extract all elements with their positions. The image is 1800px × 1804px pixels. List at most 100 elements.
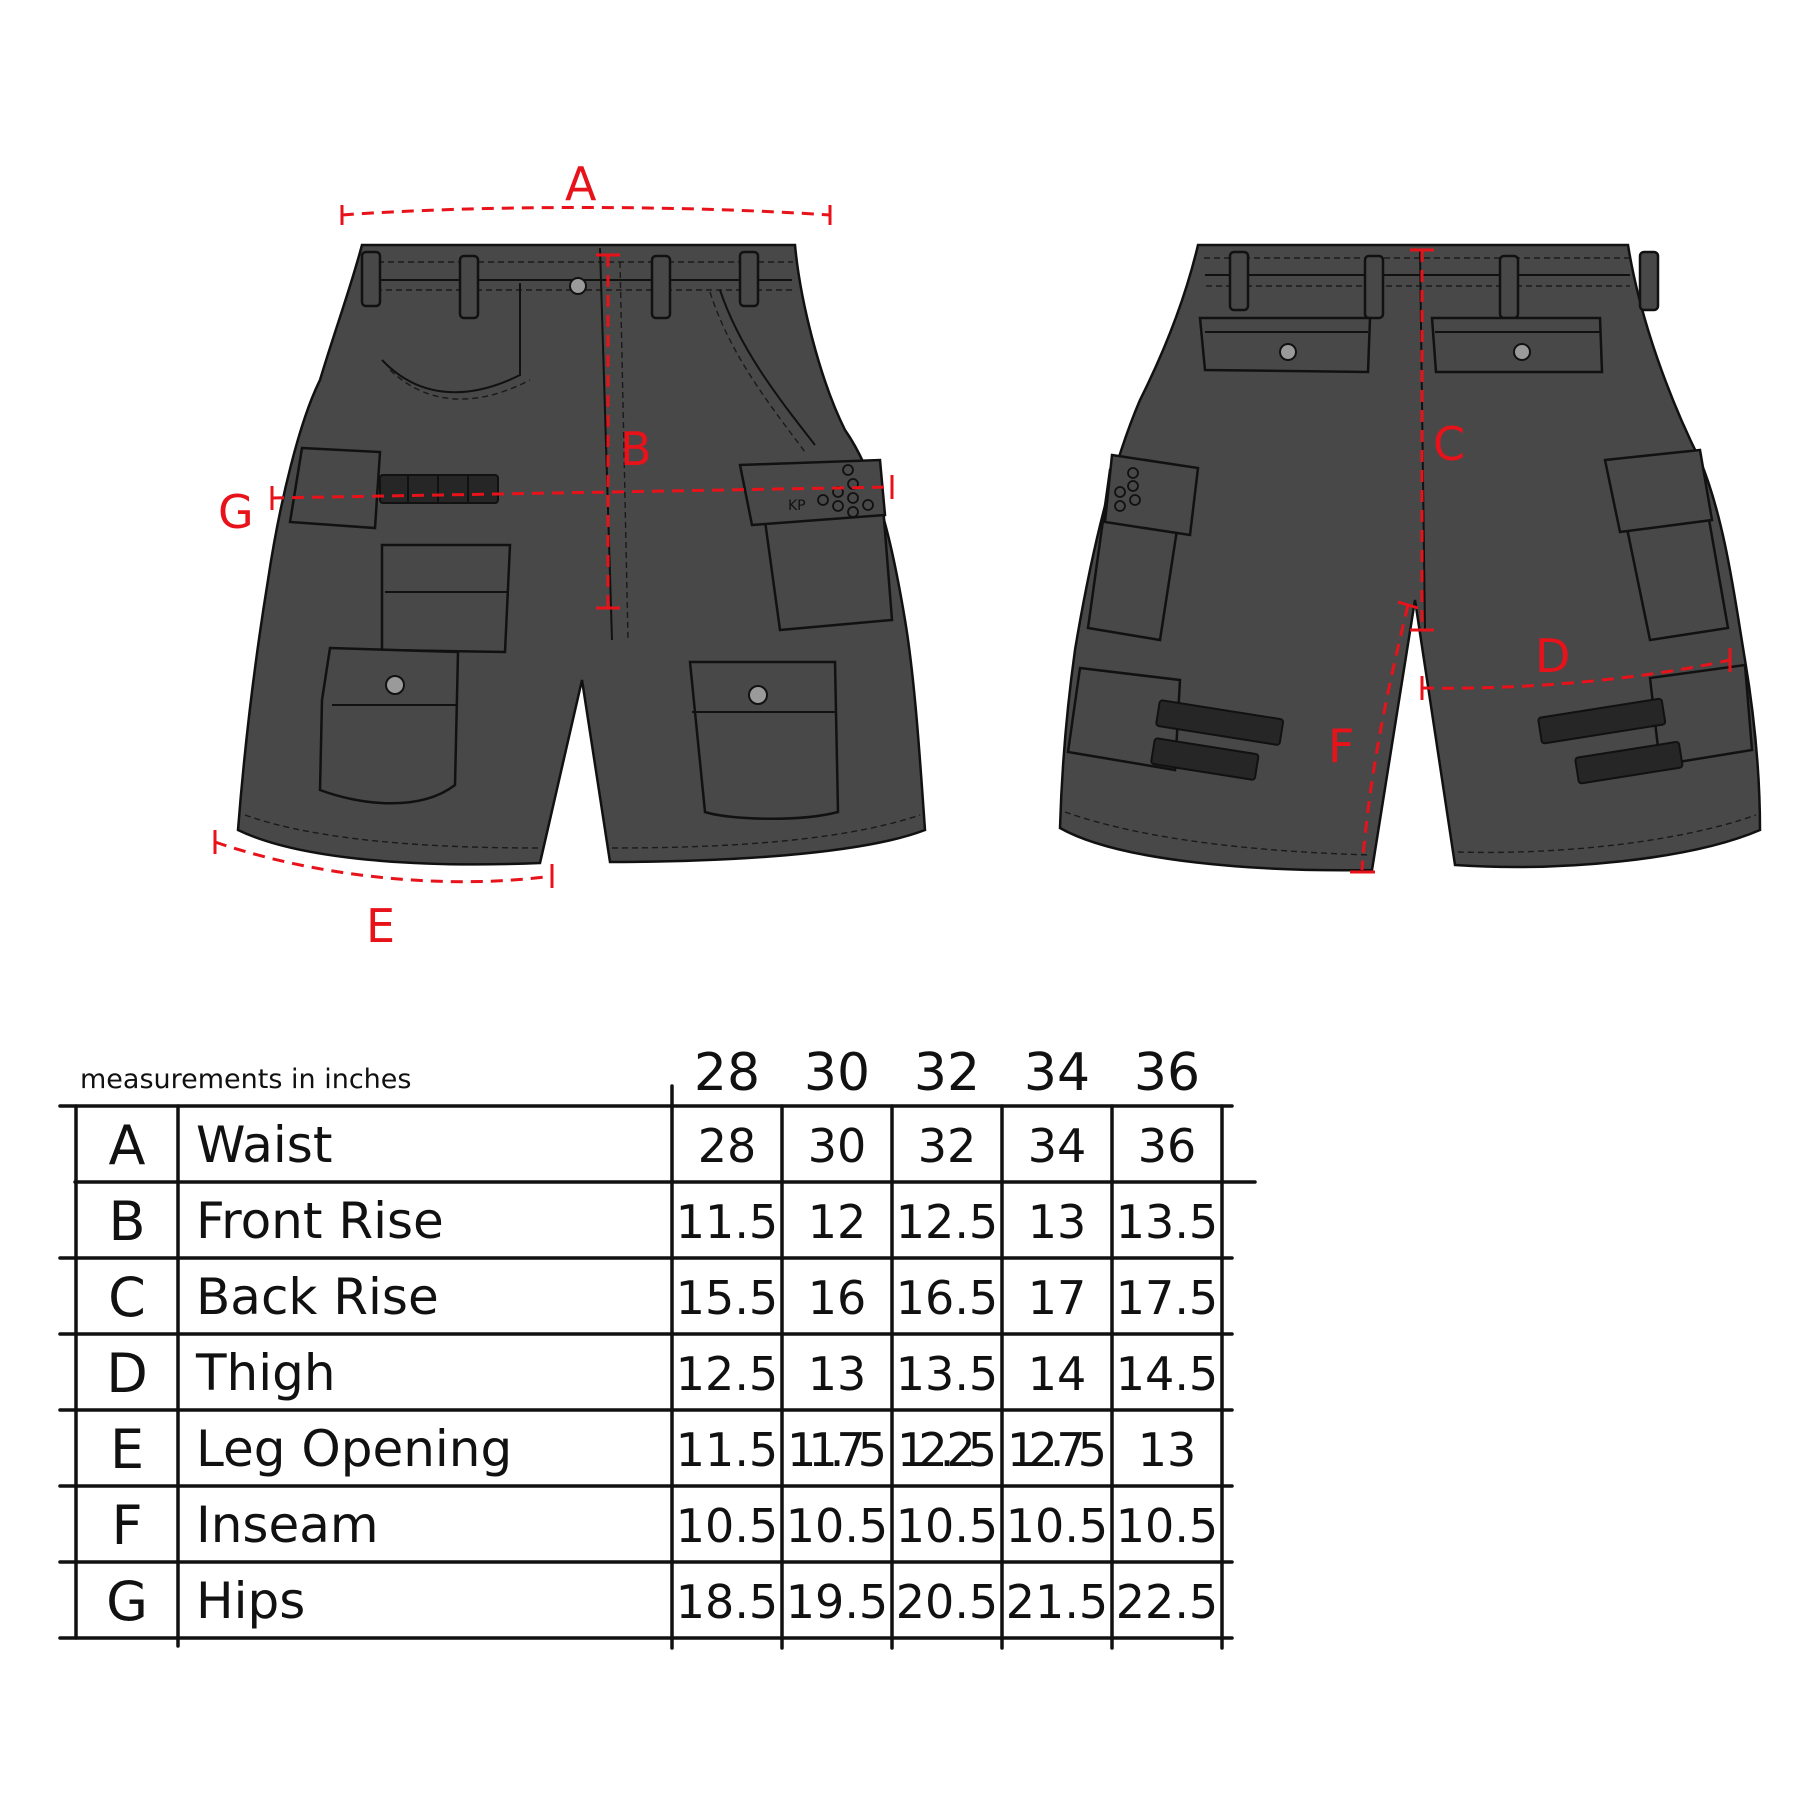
table-cell: 13 xyxy=(1138,1423,1197,1477)
table-cell: 19.5 xyxy=(786,1575,888,1629)
table-cell: 12.5 xyxy=(896,1195,998,1249)
row-measurement-name: Inseam xyxy=(196,1496,379,1554)
row-letter: C xyxy=(108,1266,146,1329)
row-measurement-name: Back Rise xyxy=(196,1268,439,1326)
size-header: 32 xyxy=(914,1043,980,1103)
front-fly xyxy=(599,247,613,641)
back-right-velcro-strap-2 xyxy=(1574,741,1684,785)
table-cell: 12 xyxy=(808,1195,867,1249)
table-row: B Front Rise 11.5 12 12.5 13 13.5 xyxy=(108,1190,1218,1253)
table-cell: 16.5 xyxy=(896,1271,998,1325)
row-letter: G xyxy=(106,1570,148,1633)
row-letter: D xyxy=(106,1342,148,1405)
back-right-cargo-flap xyxy=(1603,448,1714,534)
dim-line-f xyxy=(1360,604,1410,871)
table-cell: 10.5 xyxy=(1006,1499,1108,1553)
table-cell: 13.5 xyxy=(896,1347,998,1401)
table-cell: 32 xyxy=(918,1119,977,1173)
front-left-pocket-button xyxy=(385,675,405,695)
table-grid xyxy=(58,1084,1257,1650)
table-cell: 13 xyxy=(808,1347,867,1401)
dimension-annotations: A B G E C D F xyxy=(213,157,1732,953)
table-cell: 14.5 xyxy=(1116,1347,1218,1401)
table-cell: 10.5 xyxy=(1116,1499,1218,1553)
size-header-row: 28 30 32 34 36 xyxy=(694,1043,1200,1103)
row-letter: E xyxy=(110,1418,144,1481)
table-cell: 28 xyxy=(698,1119,757,1173)
front-belt-loop-4 xyxy=(738,250,760,308)
table-row: C Back Rise 15.5 16 16.5 17 17.5 xyxy=(108,1266,1218,1329)
row-letter: B xyxy=(108,1190,145,1253)
table-cell: 13 xyxy=(1028,1195,1087,1249)
table-cell: 12.75 xyxy=(1007,1423,1107,1477)
row-measurement-name: Thigh xyxy=(195,1344,336,1402)
label-b: B xyxy=(620,422,652,476)
row-letter: A xyxy=(109,1114,146,1177)
table-cell: 30 xyxy=(808,1119,867,1173)
table-cell: 12.25 xyxy=(897,1423,997,1477)
front-waist-button xyxy=(569,277,587,295)
dim-line-a xyxy=(341,206,831,217)
row-measurement-name: Waist xyxy=(196,1116,332,1174)
back-right-velcro-strap-1 xyxy=(1537,697,1667,745)
size-header: 28 xyxy=(694,1043,760,1103)
back-left-velcro-strap-2 xyxy=(1150,737,1260,781)
front-left-thigh-pocket xyxy=(380,543,512,654)
size-header: 36 xyxy=(1134,1043,1200,1103)
table-cell: 20.5 xyxy=(896,1575,998,1629)
front-right-cargo-flap xyxy=(738,458,887,527)
table-cell: 10.5 xyxy=(786,1499,888,1553)
front-logo-text: KP xyxy=(788,498,806,514)
table-cell: 17.5 xyxy=(1116,1271,1218,1325)
table-cell: 17 xyxy=(1028,1271,1087,1325)
back-left-velcro-strap-1 xyxy=(1155,699,1285,746)
front-belt-loop-2 xyxy=(458,254,480,320)
table-cell: 10.5 xyxy=(676,1499,778,1553)
dim-line-g xyxy=(271,485,893,500)
front-left-lower-pocket xyxy=(318,646,460,805)
size-header: 34 xyxy=(1024,1043,1090,1103)
row-letter: F xyxy=(111,1494,142,1557)
label-e: E xyxy=(366,899,395,953)
table-cell: 21.5 xyxy=(1006,1575,1108,1629)
table-caption: measurements in inches xyxy=(80,1064,411,1095)
table-cell: 11.5 xyxy=(676,1423,778,1477)
front-belt-loop-1 xyxy=(360,250,382,308)
dim-line-e xyxy=(214,840,553,884)
table-cell: 34 xyxy=(1028,1119,1087,1173)
label-f: F xyxy=(1328,719,1354,773)
table-cell: 11.75 xyxy=(787,1423,887,1477)
back-right-lower-strap-panel xyxy=(1648,663,1754,767)
table-cell: 11.5 xyxy=(676,1195,778,1249)
table-cell: 10.5 xyxy=(896,1499,998,1553)
row-measurement-name: Hips xyxy=(196,1572,305,1630)
table-row: A Waist 28 30 32 34 36 xyxy=(109,1114,1197,1177)
shorts-front-view: KP xyxy=(236,243,927,866)
row-measurement-name: Leg Opening xyxy=(196,1420,512,1478)
table-cell: 36 xyxy=(1138,1119,1197,1173)
label-a: A xyxy=(565,157,597,211)
front-logo-dots xyxy=(817,464,874,518)
size-header: 30 xyxy=(804,1043,870,1103)
table-cell: 15.5 xyxy=(676,1271,778,1325)
front-right-lower-pocket xyxy=(688,660,840,820)
label-g: G xyxy=(218,485,254,539)
front-belt-loop-3 xyxy=(650,254,672,320)
back-left-lower-strap-panel xyxy=(1066,666,1182,772)
label-d: D xyxy=(1535,629,1570,683)
shorts-back-view xyxy=(1058,243,1762,872)
table-cell: 13.5 xyxy=(1116,1195,1218,1249)
row-measurement-name: Front Rise xyxy=(196,1192,444,1250)
front-left-cargo-flap xyxy=(288,446,382,530)
table-body: A Waist 28 30 32 34 36B Front Rise 11.5 12 12.5 13 1… xyxy=(106,1114,1218,1633)
table-cell: 16 xyxy=(808,1271,867,1325)
back-left-cargo-flap xyxy=(1103,453,1200,537)
measurement-table: measurements in inches 28 30 32 34 36 A Waist… xyxy=(58,1043,1257,1650)
label-c: C xyxy=(1433,417,1465,471)
table-cell: 18.5 xyxy=(676,1575,778,1629)
